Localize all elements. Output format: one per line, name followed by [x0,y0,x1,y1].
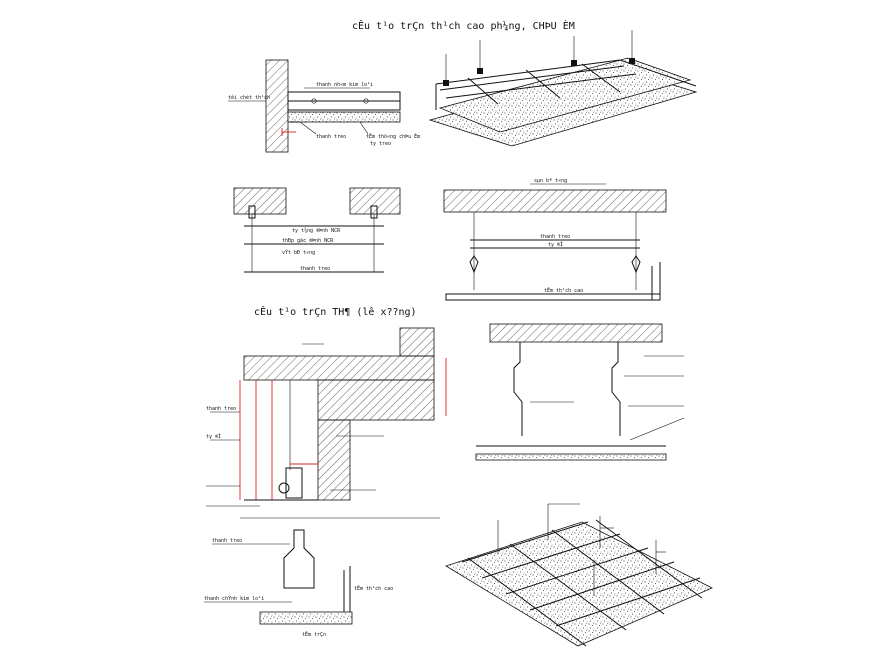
detail-large-section: thanh treo ty ®Ì [206,327,447,519]
grid-panels [445,521,713,647]
beam-cap [399,327,435,357]
sub-title: cÊu t¹o trÇn TH¶ (lê x??ng) [254,305,417,318]
label-s2-a: ty t¾ng ®Þnh NCR [292,228,341,234]
label-s6-a: thanh treo [212,538,242,544]
ceiling-board [445,293,661,301]
beam-body [317,379,435,421]
detail-wall-junction: thanh nh«m kim lo¹i têi chèt th¹ch thanh… [228,59,420,153]
slab-section [489,323,663,343]
gypsum-board [287,111,401,123]
detail-edge-trim: thanh treo thanh chÝnh kim lo¹i tÊm th¹c… [204,529,393,638]
detail-hanging: sµn bª t«ng thanh treo ty ®Ì tÊm th¹ch c… [443,178,667,301]
wall-section [265,59,289,153]
detail-cross-section: ty t¾ng ®Þnh NCR thÐp gãc ®Þnh NCR vÝt b… [233,187,401,273]
label-hanger: ty treo [370,141,391,147]
edge-board [259,611,353,625]
label-edge: têi chèt th¹ch [228,94,270,101]
beam-top [243,355,435,381]
label-s2-b: thÐp gãc ®Þnh NCR [282,238,334,244]
board-section [475,453,667,461]
label-s6-d: tÊm trÇn [302,630,326,638]
label-slab: sµn bª t«ng [534,178,567,184]
iso-flat-ceiling [428,30,698,147]
main-title: cÊu t¹o trÇn th¹ch cao ph¼ng, CHÞU ÈM [352,19,575,32]
label-s2-d: thanh treo [300,266,330,272]
concrete-slab [443,189,667,213]
label-rod: thanh treo [316,134,346,140]
label-s2-c: vÝt bÐ t«ng [282,249,315,256]
label-s4-a: thanh treo [206,406,236,412]
iso-grid-ceiling [445,503,713,647]
label-board: tÊm thö«ng chÞu Èm [366,132,420,140]
label-s3-d: tÊm th¹ch cao [544,286,583,294]
label-s3-b: thanh treo [540,234,570,240]
slab-right [349,187,401,215]
iso-board-upper [438,57,692,133]
label-channel: thanh nh«m kim lo¹i [316,82,373,88]
slab-left [233,187,287,215]
label-s6-b: thanh chÝnh kim lo¹i [204,595,264,602]
label-s6-c: tÊm th¹ch cao [354,584,393,592]
label-s3-c: ty ®Ì [548,241,563,248]
column [317,419,351,501]
detail-hanger-rods [475,323,685,461]
label-s4-b: ty ®Ì [206,433,221,440]
